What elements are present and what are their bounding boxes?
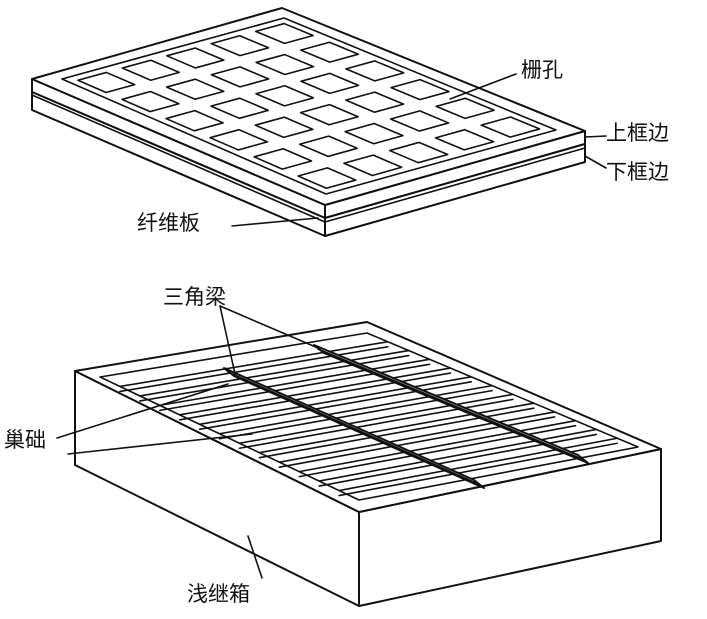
frame-slat <box>139 349 410 397</box>
frame-slat <box>338 437 618 492</box>
grid-hole <box>255 84 315 107</box>
board-inner-rim <box>61 17 557 195</box>
frame-slat <box>218 389 493 440</box>
leader-upper-frame <box>584 135 607 138</box>
frame-slat <box>258 407 535 459</box>
queen-excluder-board <box>31 7 586 237</box>
leader-fiber-board <box>231 217 319 227</box>
label-fiber-board: 纤维板 <box>137 211 200 235</box>
grid-hole <box>165 109 224 132</box>
grid-hole <box>390 78 450 101</box>
frame-slat <box>218 384 493 435</box>
grid-hole <box>254 116 314 139</box>
grid-hole <box>254 22 314 45</box>
grid-hole <box>121 90 180 113</box>
frame-slat <box>198 381 473 431</box>
grid-hole <box>210 66 270 88</box>
grid-hole <box>343 154 403 177</box>
triangle-beam-ridge <box>317 348 583 460</box>
frame-slat <box>258 402 535 454</box>
grid-hole <box>121 59 181 82</box>
fiber-board-line-right <box>324 147 586 223</box>
grid-hole <box>389 110 450 132</box>
frame-slat <box>238 398 514 450</box>
grid-hole <box>345 91 405 114</box>
frame-slat <box>198 376 473 426</box>
grid-hole <box>253 147 313 170</box>
frame-slat <box>119 345 389 393</box>
leader-lower-frame <box>584 155 607 169</box>
grid-hole <box>210 97 270 120</box>
label-lower-frame: 下框边 <box>606 160 669 184</box>
shallow-super-box <box>74 321 662 607</box>
grid-hole <box>298 135 359 158</box>
label-triangle-beam: 三角梁 <box>163 285 226 309</box>
fiber-board-line-left <box>31 94 326 223</box>
leader-triangle-beam-2 <box>219 305 319 349</box>
leader-comb-base-2 <box>67 433 253 455</box>
grid-hole <box>166 47 225 69</box>
leader-grid-hole <box>449 73 517 100</box>
grid-hole <box>344 122 404 145</box>
frame-slat <box>298 419 577 473</box>
leader-comb-base-1 <box>56 383 229 439</box>
triangle-beams <box>223 344 589 489</box>
label-shallow-box: 浅继箱 <box>187 582 250 606</box>
grid-hole <box>209 128 269 151</box>
grid-hole <box>434 128 495 151</box>
leader-shallow-box <box>247 535 263 579</box>
grid-hole <box>345 60 405 82</box>
leader-lines <box>56 73 607 579</box>
grid-hole <box>297 167 357 190</box>
grid-hole <box>300 72 360 95</box>
grid-hole <box>435 97 496 120</box>
grid-hole <box>255 53 315 76</box>
frame-slat <box>158 358 431 407</box>
grid-hole <box>299 103 359 126</box>
triangle-beam-ridge <box>227 371 479 485</box>
label-upper-frame: 上框边 <box>606 121 669 145</box>
frame-slat <box>139 354 410 402</box>
grid-hole <box>300 41 360 63</box>
leader-triangle-beam-1 <box>219 305 236 375</box>
grid-holes <box>77 22 541 190</box>
grid-hole <box>77 71 136 94</box>
frame-slat <box>158 363 431 412</box>
grid-hole <box>480 116 541 138</box>
frame-slat <box>238 393 514 445</box>
frame-slat <box>178 367 452 416</box>
grid-hole <box>388 141 449 164</box>
frame-slat <box>278 411 556 463</box>
frame-slat <box>178 372 452 421</box>
label-grid-hole: 栅孔 <box>521 58 563 82</box>
grid-hole <box>210 34 270 57</box>
frame-slat <box>119 340 389 388</box>
label-comb-base: 巢础 <box>4 428 46 452</box>
frame-slat <box>318 428 598 482</box>
grid-hole <box>165 78 225 101</box>
